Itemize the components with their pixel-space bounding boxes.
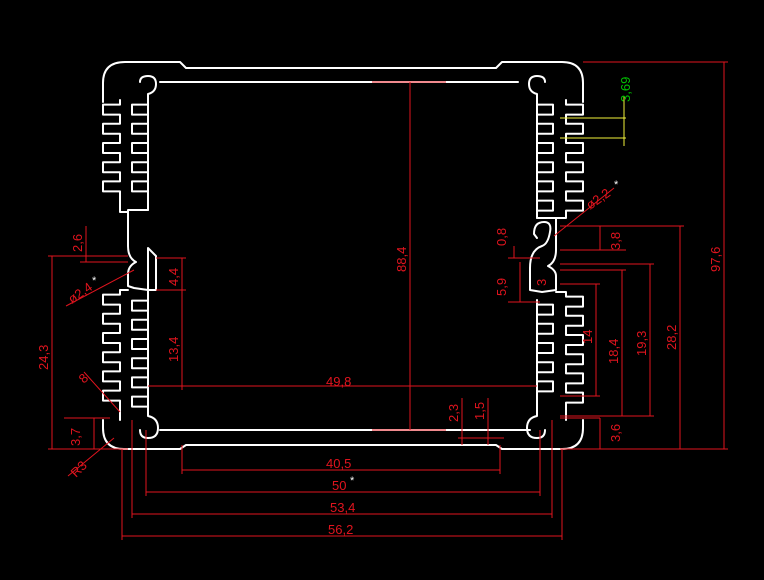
right-inner-fin-top-5 [536,199,554,212]
left-inner-fin-bottom-4 [131,376,149,389]
dim-1-5: 1,5 [472,402,487,420]
left-slot [127,209,157,297]
right-inner-fin-top-2 [536,142,554,154]
dim-4-4: 4,4 [166,268,181,286]
left-inner-fin-top-1 [131,122,149,135]
left-inner-fin-bottom-0 [131,299,149,312]
left-fins [102,99,129,421]
dim-d2-4-star: * [92,275,97,287]
right-inner-fin-top-1 [536,122,554,135]
dim-97-6: 97,6 [708,247,723,272]
dim-18-4: 18,4 [606,339,621,364]
right-slot [529,217,557,293]
left-inner-fin-bottom-1 [131,318,149,331]
dim-50-star: * [350,475,355,487]
dim-3-small: 3 [534,279,549,286]
left-inner-fin-bottom-2 [131,338,149,350]
enclosure-profile [102,61,584,450]
dim-50: 50 [332,478,346,493]
dim-28-2: 28,2 [664,325,679,350]
dim-2-6: 2,6 [70,234,85,252]
dim-53-4: 53,4 [330,500,355,515]
dim-24-3: 24,3 [36,345,51,370]
dim-19-3: 19,3 [634,331,649,356]
dim-13-4: 13,4 [166,337,181,362]
dim-14: 14 [580,330,595,344]
left-inner-fin-top-0 [131,103,149,116]
dim-3-69: 3,69 [618,77,633,102]
inner-bottom-corner-left [139,411,159,439]
outer-outline [102,61,584,450]
leader-d2-2 [553,187,615,237]
dim-d2-2-star: * [614,179,619,191]
left-inner-fin-top-4 [131,180,149,193]
inner-top-corner-right [528,75,546,101]
left-inner-fin-bottom-5 [131,395,149,408]
dim-3-8: 3,8 [608,232,623,250]
inner-top-corner-left [139,75,157,101]
right-inner-fin-bottom-0 [536,303,554,316]
leader-r3 [67,437,115,477]
leader-d2-4 [65,269,135,307]
inner-bottom-corner-right [526,411,546,439]
left-inner-fin-top-3 [131,161,149,174]
dim-5-9: 5,9 [494,278,509,296]
dim-2-3: 2,3 [446,404,461,422]
right-inner-fin-top-3 [536,161,554,174]
dim-88-4: 88,4 [394,247,409,272]
dim-3-7: 3,7 [68,428,83,446]
dim-3-6: 3,6 [608,424,623,442]
dim-40-5: 40,5 [326,456,351,471]
left-inner-fin-top-2 [131,142,149,154]
dim-49-8: 49,8 [326,374,351,389]
right-inner-fin-bottom-3 [536,361,554,374]
right-inner-fin-bottom-2 [536,342,554,354]
highlight-lines [560,96,626,146]
dim-0-8: 0,8 [494,228,509,246]
right-inner-fin-top-0 [536,103,554,116]
right-inner-fin-bottom-1 [536,322,554,335]
dim-56-2: 56,2 [328,522,353,537]
right-fins [555,99,584,421]
dimension-texts: 3,69 ø2,2 * 97,6 3,8 28,2 19,3 18,4 14 3… [36,77,723,537]
right-inner-fin-bottom-4 [536,380,554,393]
leader-8 [83,371,121,413]
dimension-lines [48,61,728,540]
right-inner-fin-top-4 [536,180,554,193]
left-inner-fin-bottom-3 [131,357,149,370]
